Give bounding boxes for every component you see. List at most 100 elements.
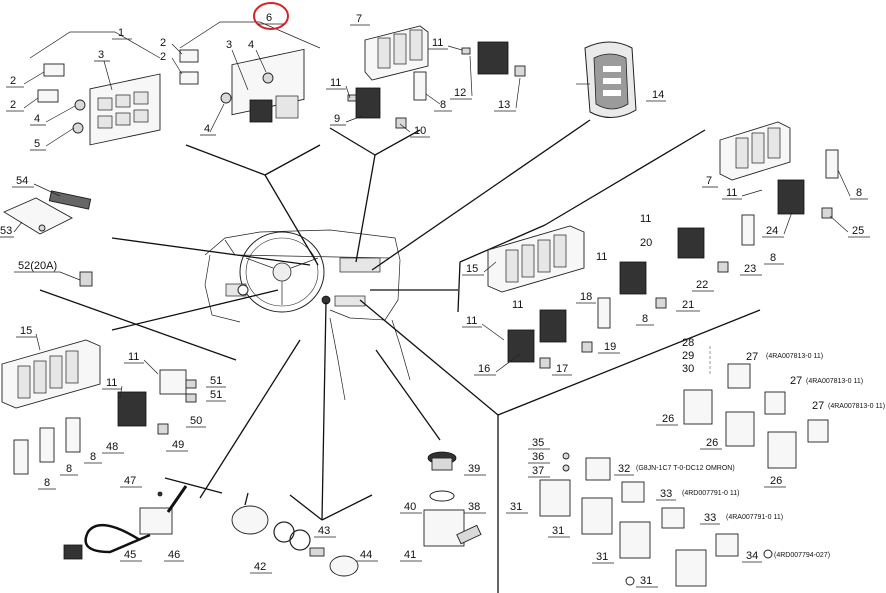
label-39: 39: [468, 463, 480, 475]
label-28: 28: [682, 337, 694, 349]
label-4: 4: [34, 113, 40, 125]
label-8: 8: [90, 451, 96, 463]
label-11: 11: [726, 187, 737, 199]
label-47: 47: [124, 475, 136, 487]
label-15: 15: [20, 325, 32, 337]
label-45: 45: [124, 549, 136, 561]
label-19: 19: [604, 341, 616, 353]
label-31: 31: [640, 575, 652, 587]
relay-tag: (4RA007791-0 11): [726, 514, 783, 521]
label-10: 10: [414, 125, 426, 137]
group-ignition: [423, 451, 482, 547]
relay-tag: (4RA007813-0 11): [766, 353, 823, 360]
group-42-44: [231, 505, 359, 577]
label-2: 2: [10, 99, 16, 111]
leader-lines: [39, 119, 761, 593]
label-20: 20: [640, 237, 652, 249]
label-18: 18: [580, 291, 592, 303]
label-31: 31: [596, 551, 608, 563]
label-52-20a: 52(20A): [18, 260, 57, 272]
relay-tag: (4RD007794-027): [774, 552, 830, 559]
label-26: 26: [770, 475, 782, 487]
label-4: 4: [204, 123, 210, 135]
label-33: 33: [660, 488, 672, 500]
label-17: 17: [556, 363, 568, 375]
label-8: 8: [642, 313, 648, 325]
label-11: 11: [106, 377, 117, 389]
label-26: 26: [662, 413, 674, 425]
label-16: 16: [478, 363, 490, 375]
label-1: 1: [118, 27, 124, 39]
label-24: 24: [766, 225, 778, 237]
label-53: 53: [0, 225, 12, 237]
label-54: 54: [16, 175, 28, 187]
label-21: 21: [682, 299, 694, 311]
label-46: 46: [168, 549, 180, 561]
label-35: 35: [532, 437, 544, 449]
label-34: 34: [746, 550, 758, 562]
group-stalk: [63, 485, 188, 560]
label-15: 15: [466, 263, 478, 275]
label-38: 38: [468, 501, 480, 513]
group-14-panel: [576, 41, 637, 118]
label-11: 11: [330, 77, 341, 89]
group-6-panel: [179, 21, 321, 123]
label-4: 4: [248, 39, 254, 51]
label-27: 27: [746, 351, 758, 363]
label-5: 5: [34, 138, 40, 150]
label-37: 37: [532, 465, 544, 477]
relay-tag: (G8JN-1C7 T-0-DC12 OMRON): [636, 465, 735, 472]
label-6: 6: [266, 12, 272, 24]
group-mid-right-switches: [487, 225, 729, 369]
group-1-panel: [29, 31, 161, 146]
label-3: 3: [98, 49, 104, 61]
label-2: 2: [160, 51, 166, 63]
label-25: 25: [852, 225, 864, 237]
label-13: 13: [498, 99, 510, 111]
label-8: 8: [770, 252, 776, 264]
highlight-circle: [253, 2, 289, 30]
label-7: 7: [706, 175, 712, 187]
label-8: 8: [440, 99, 446, 111]
label-14: 14: [652, 89, 664, 101]
label-11: 11: [512, 299, 523, 311]
label-27: 27: [812, 400, 824, 412]
label-36: 36: [532, 451, 544, 463]
label-51: 51: [210, 375, 222, 387]
label-49: 49: [172, 439, 184, 451]
part-number-labels: 1 2 2 3 4 5 2 2 3 4 4 6 7 11 8 9 10 11 1…: [0, 12, 885, 588]
label-31: 31: [552, 525, 564, 537]
label-9: 9: [334, 113, 340, 125]
dashboard-illustration: [204, 229, 411, 401]
label-41: 41: [404, 549, 416, 561]
label-11: 11: [596, 251, 607, 263]
relay-tag: (4RA007813-0 11): [828, 403, 885, 410]
label-11: 11: [432, 37, 443, 49]
label-44: 44: [360, 549, 372, 561]
label-11: 11: [128, 351, 139, 363]
relay-tag: (4RD007791-0 11): [682, 490, 739, 497]
label-51: 51: [210, 389, 222, 401]
group-left-switches: [1, 339, 197, 475]
label-43: 43: [318, 525, 330, 537]
group-relays: [539, 346, 829, 587]
label-29: 29: [682, 350, 694, 362]
group-7-switch-bezel: [347, 25, 526, 129]
label-11: 11: [466, 315, 477, 327]
label-32: 32: [618, 463, 630, 475]
label-48: 48: [106, 441, 118, 453]
label-40: 40: [404, 501, 416, 513]
label-30: 30: [682, 363, 694, 375]
label-33: 33: [704, 512, 716, 524]
label-3: 3: [226, 39, 232, 51]
label-2: 2: [10, 75, 16, 87]
label-12: 12: [454, 87, 466, 99]
label-11: 11: [640, 213, 651, 225]
label-26: 26: [706, 437, 718, 449]
label-42: 42: [254, 561, 266, 573]
label-8: 8: [66, 463, 72, 475]
label-31: 31: [510, 501, 522, 513]
label-7: 7: [356, 13, 362, 25]
label-8: 8: [44, 477, 50, 489]
